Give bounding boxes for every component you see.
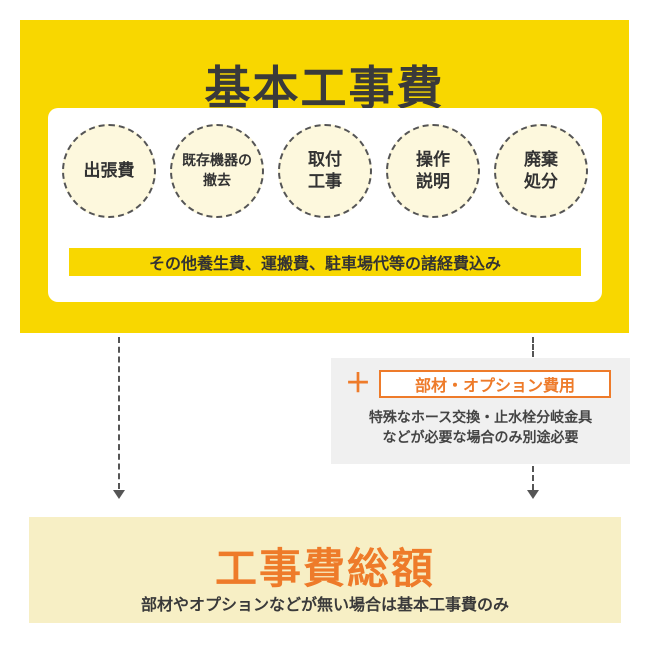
item-label: 取付 工事 <box>308 150 342 192</box>
total-cost-subtitle: 部材やオプションなどが無い場合は基本工事費のみ <box>140 595 509 614</box>
item-old-unit-removal: 既存機器の 撤去 <box>170 124 264 218</box>
item-operation-explanation: 操作 説明 <box>386 124 480 218</box>
total-cost-title: 工事費総額 <box>214 544 435 593</box>
total-cost-panel: 工事費総額 部材やオプションなどが無い場合は基本工事費のみ <box>29 517 621 623</box>
expenses-note: その他養生費、運搬費、駐車場代等の諸経費込み <box>148 254 501 273</box>
left-dashed-arrow-line <box>118 337 120 489</box>
option-label: 部材・オプション費用 <box>414 376 575 395</box>
plus-icon: ＋ <box>345 369 372 399</box>
option-label-box: 部材・オプション費用 <box>379 370 611 398</box>
basic-cost-title: 基本工事費 <box>204 61 445 115</box>
item-installation: 取付 工事 <box>278 124 372 218</box>
item-label: 出張費 <box>83 161 135 181</box>
item-disposal: 廃棄 処分 <box>494 124 588 218</box>
basic-cost-items-card: 出張費 既存機器の 撤去 取付 工事 操作 説明 廃棄 処分 その他養生費、運搬… <box>48 108 602 302</box>
item-label: 操作 説明 <box>416 150 450 192</box>
item-travel-fee: 出張費 <box>62 124 156 218</box>
item-label: 既存機器の 撤去 <box>182 153 252 189</box>
right-arrow-head-icon <box>527 490 539 499</box>
option-description: 特殊なホース交換・止水栓分岐金具 などが必要な場合のみ別途必要 <box>368 410 593 446</box>
right-dashed-arrow-line-bottom <box>532 466 534 490</box>
option-cost-panel: ＋ 部材・オプション費用 特殊なホース交換・止水栓分岐金具 などが必要な場合のみ… <box>331 358 630 464</box>
basic-cost-items: 出張費 既存機器の 撤去 取付 工事 操作 説明 廃棄 処分 <box>62 124 588 234</box>
left-arrow-head-icon <box>113 490 125 499</box>
expenses-note-bar: その他養生費、運搬費、駐車場代等の諸経費込み <box>69 248 581 276</box>
item-label: 廃棄 処分 <box>524 150 558 192</box>
right-dashed-arrow-line-top <box>532 337 534 357</box>
basic-cost-panel: 基本工事費 出張費 既存機器の 撤去 取付 工事 操作 説明 廃棄 処分 その他… <box>20 20 629 333</box>
